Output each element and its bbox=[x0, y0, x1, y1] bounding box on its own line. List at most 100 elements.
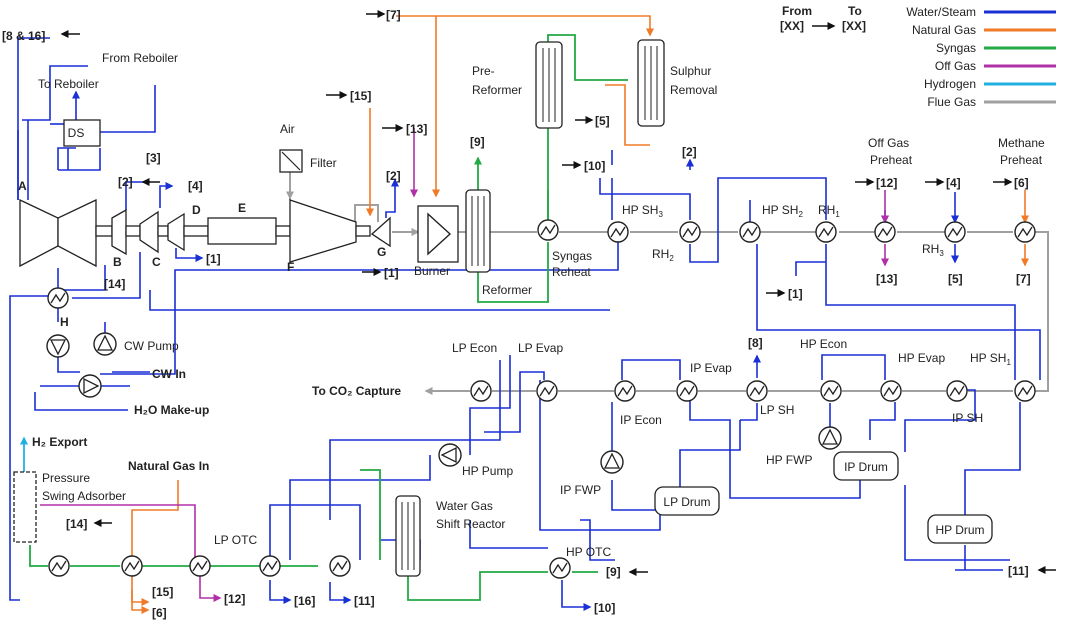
label-rh2-sub: 2 bbox=[669, 254, 674, 263]
ds-vessel bbox=[63, 119, 101, 147]
heat-exchanger-symbol bbox=[614, 380, 636, 402]
label-to-reboiler: To Reboiler bbox=[38, 77, 99, 91]
heat-exchanger-coil bbox=[818, 226, 834, 238]
heat-exchanger-coil bbox=[262, 560, 278, 572]
legend-to-code: [XX] bbox=[842, 19, 866, 33]
water-steam-lines bbox=[9, 37, 1041, 611]
label-reformer: Reformer bbox=[482, 283, 532, 297]
stream-arrows bbox=[60, 10, 1056, 576]
label-h: H bbox=[60, 315, 69, 329]
stream-14-h: [14] bbox=[104, 277, 125, 291]
heat-exchanger-symbol bbox=[536, 380, 558, 402]
pump-symbol bbox=[438, 443, 462, 467]
heat-exchanger-symbol bbox=[746, 380, 768, 402]
label-syngas-reheat-2: Reheat bbox=[552, 265, 591, 279]
burner bbox=[417, 205, 459, 263]
heat-exchanger-coil bbox=[749, 385, 765, 397]
heat-exchanger-symbol bbox=[189, 555, 211, 577]
label-sulphur-2: Removal bbox=[670, 83, 717, 97]
label-sulphur-1: Sulphur bbox=[670, 64, 711, 78]
heat-exchanger-symbol bbox=[815, 221, 837, 243]
legend-label: Water/Steam bbox=[906, 5, 976, 19]
stream-8-mid: [8] bbox=[748, 336, 763, 350]
heat-exchanger-coil bbox=[124, 560, 140, 572]
heat-exchanger-symbol bbox=[537, 219, 559, 241]
natural-gas-lines bbox=[131, 15, 1029, 614]
sulphur-removal bbox=[637, 39, 665, 127]
heat-exchanger-coil bbox=[617, 385, 633, 397]
heat-exchanger-coil bbox=[883, 385, 899, 397]
label-hp-sh3-main: HP SH bbox=[622, 203, 658, 217]
label-lp-drum: LP Drum bbox=[663, 495, 710, 509]
label-ip-evap: IP Evap bbox=[690, 361, 732, 375]
heat-exchanger-symbol bbox=[47, 287, 69, 309]
hp-drum bbox=[927, 514, 993, 544]
label-off-gas-preheat-1: Off Gas bbox=[868, 136, 909, 150]
label-h2o-makeup: H₂O Make-up bbox=[134, 403, 209, 417]
label-rh3-main: RH bbox=[922, 242, 939, 256]
compressor-c bbox=[139, 210, 169, 254]
stream-8-16: [8 & 16] bbox=[2, 29, 45, 43]
label-lp-evap: LP Evap bbox=[518, 341, 563, 355]
stream-7-out: [7] bbox=[1016, 272, 1031, 286]
legend-label: Off Gas bbox=[935, 59, 976, 73]
heat-exchanger-coil bbox=[682, 226, 698, 238]
label-g: G bbox=[377, 245, 386, 259]
stream-10-out: [10] bbox=[594, 601, 615, 615]
label-hp-sh1-main: HP SH bbox=[970, 351, 1006, 365]
label-lp-econ: LP Econ bbox=[452, 341, 497, 355]
heat-exchanger-symbol bbox=[121, 555, 143, 577]
generator-e bbox=[207, 217, 291, 245]
label-methane-preheat-1: Methane bbox=[998, 136, 1045, 150]
gas-turbine-a bbox=[19, 198, 113, 268]
water-gas-shift-reactor bbox=[395, 495, 421, 577]
heat-exchanger-coil bbox=[742, 226, 758, 238]
stream-1-mid: [1] bbox=[788, 287, 803, 301]
stream-9-in: [9] bbox=[606, 565, 621, 579]
pump-symbol bbox=[46, 334, 70, 358]
psa-unit bbox=[13, 471, 37, 543]
legend-label: Flue Gas bbox=[927, 95, 976, 109]
label-hp-sh3: HP SH3 bbox=[622, 203, 663, 219]
label-to-co2: To CO₂ Capture bbox=[312, 384, 401, 398]
label-burner: Burner bbox=[414, 264, 450, 278]
stream-3: [3] bbox=[146, 151, 161, 165]
label-hp-sh3-sub: 3 bbox=[658, 210, 663, 219]
label-wgs-1: Water Gas bbox=[436, 499, 493, 513]
stream-15-out: [15] bbox=[152, 585, 173, 599]
label-ip-drum: IP Drum bbox=[844, 460, 888, 474]
heat-exchanger-coil bbox=[610, 226, 626, 238]
stream-5-out: [5] bbox=[948, 272, 963, 286]
heat-exchanger-symbol bbox=[676, 380, 698, 402]
label-ip-fwp: IP FWP bbox=[560, 483, 601, 497]
heat-exchanger-symbol bbox=[48, 555, 70, 577]
heat-exchanger-coil bbox=[473, 385, 489, 397]
stream-2-left: [2] bbox=[118, 175, 133, 189]
stream-1-d: [1] bbox=[206, 252, 221, 266]
label-a: A bbox=[18, 179, 27, 193]
heat-exchanger-coil bbox=[679, 385, 695, 397]
stream-7-top: [7] bbox=[386, 8, 401, 22]
legend-label: Natural Gas bbox=[912, 23, 976, 37]
heat-exchanger-symbol bbox=[880, 380, 902, 402]
label-hp-drum: HP Drum bbox=[935, 523, 984, 537]
label-lp-sh: LP SH bbox=[760, 403, 794, 417]
label-ds: DS bbox=[68, 126, 85, 140]
stream-12-in: [12] bbox=[876, 176, 897, 190]
heat-exchanger-coil bbox=[949, 385, 965, 397]
compressor-b bbox=[111, 208, 141, 256]
legend-to: To bbox=[848, 4, 862, 18]
label-cw-in: CW In bbox=[152, 367, 186, 381]
label-off-gas-preheat-2: Preheat bbox=[870, 153, 913, 167]
heat-exchanger-symbol bbox=[259, 555, 281, 577]
label-pre-reformer-1: Pre- bbox=[472, 64, 495, 78]
label-rh3-sub: 3 bbox=[939, 249, 944, 258]
heat-exchanger-symbol bbox=[944, 221, 966, 243]
label-hp-sh1-sub: 1 bbox=[1006, 358, 1011, 367]
pump-impeller bbox=[821, 428, 839, 445]
heat-exchanger-coil bbox=[947, 226, 963, 238]
label-rh1-main: RH bbox=[818, 203, 835, 217]
label-hp-otc: HP OTC bbox=[566, 545, 611, 559]
label-hp-fwp: HP FWP bbox=[766, 453, 812, 467]
